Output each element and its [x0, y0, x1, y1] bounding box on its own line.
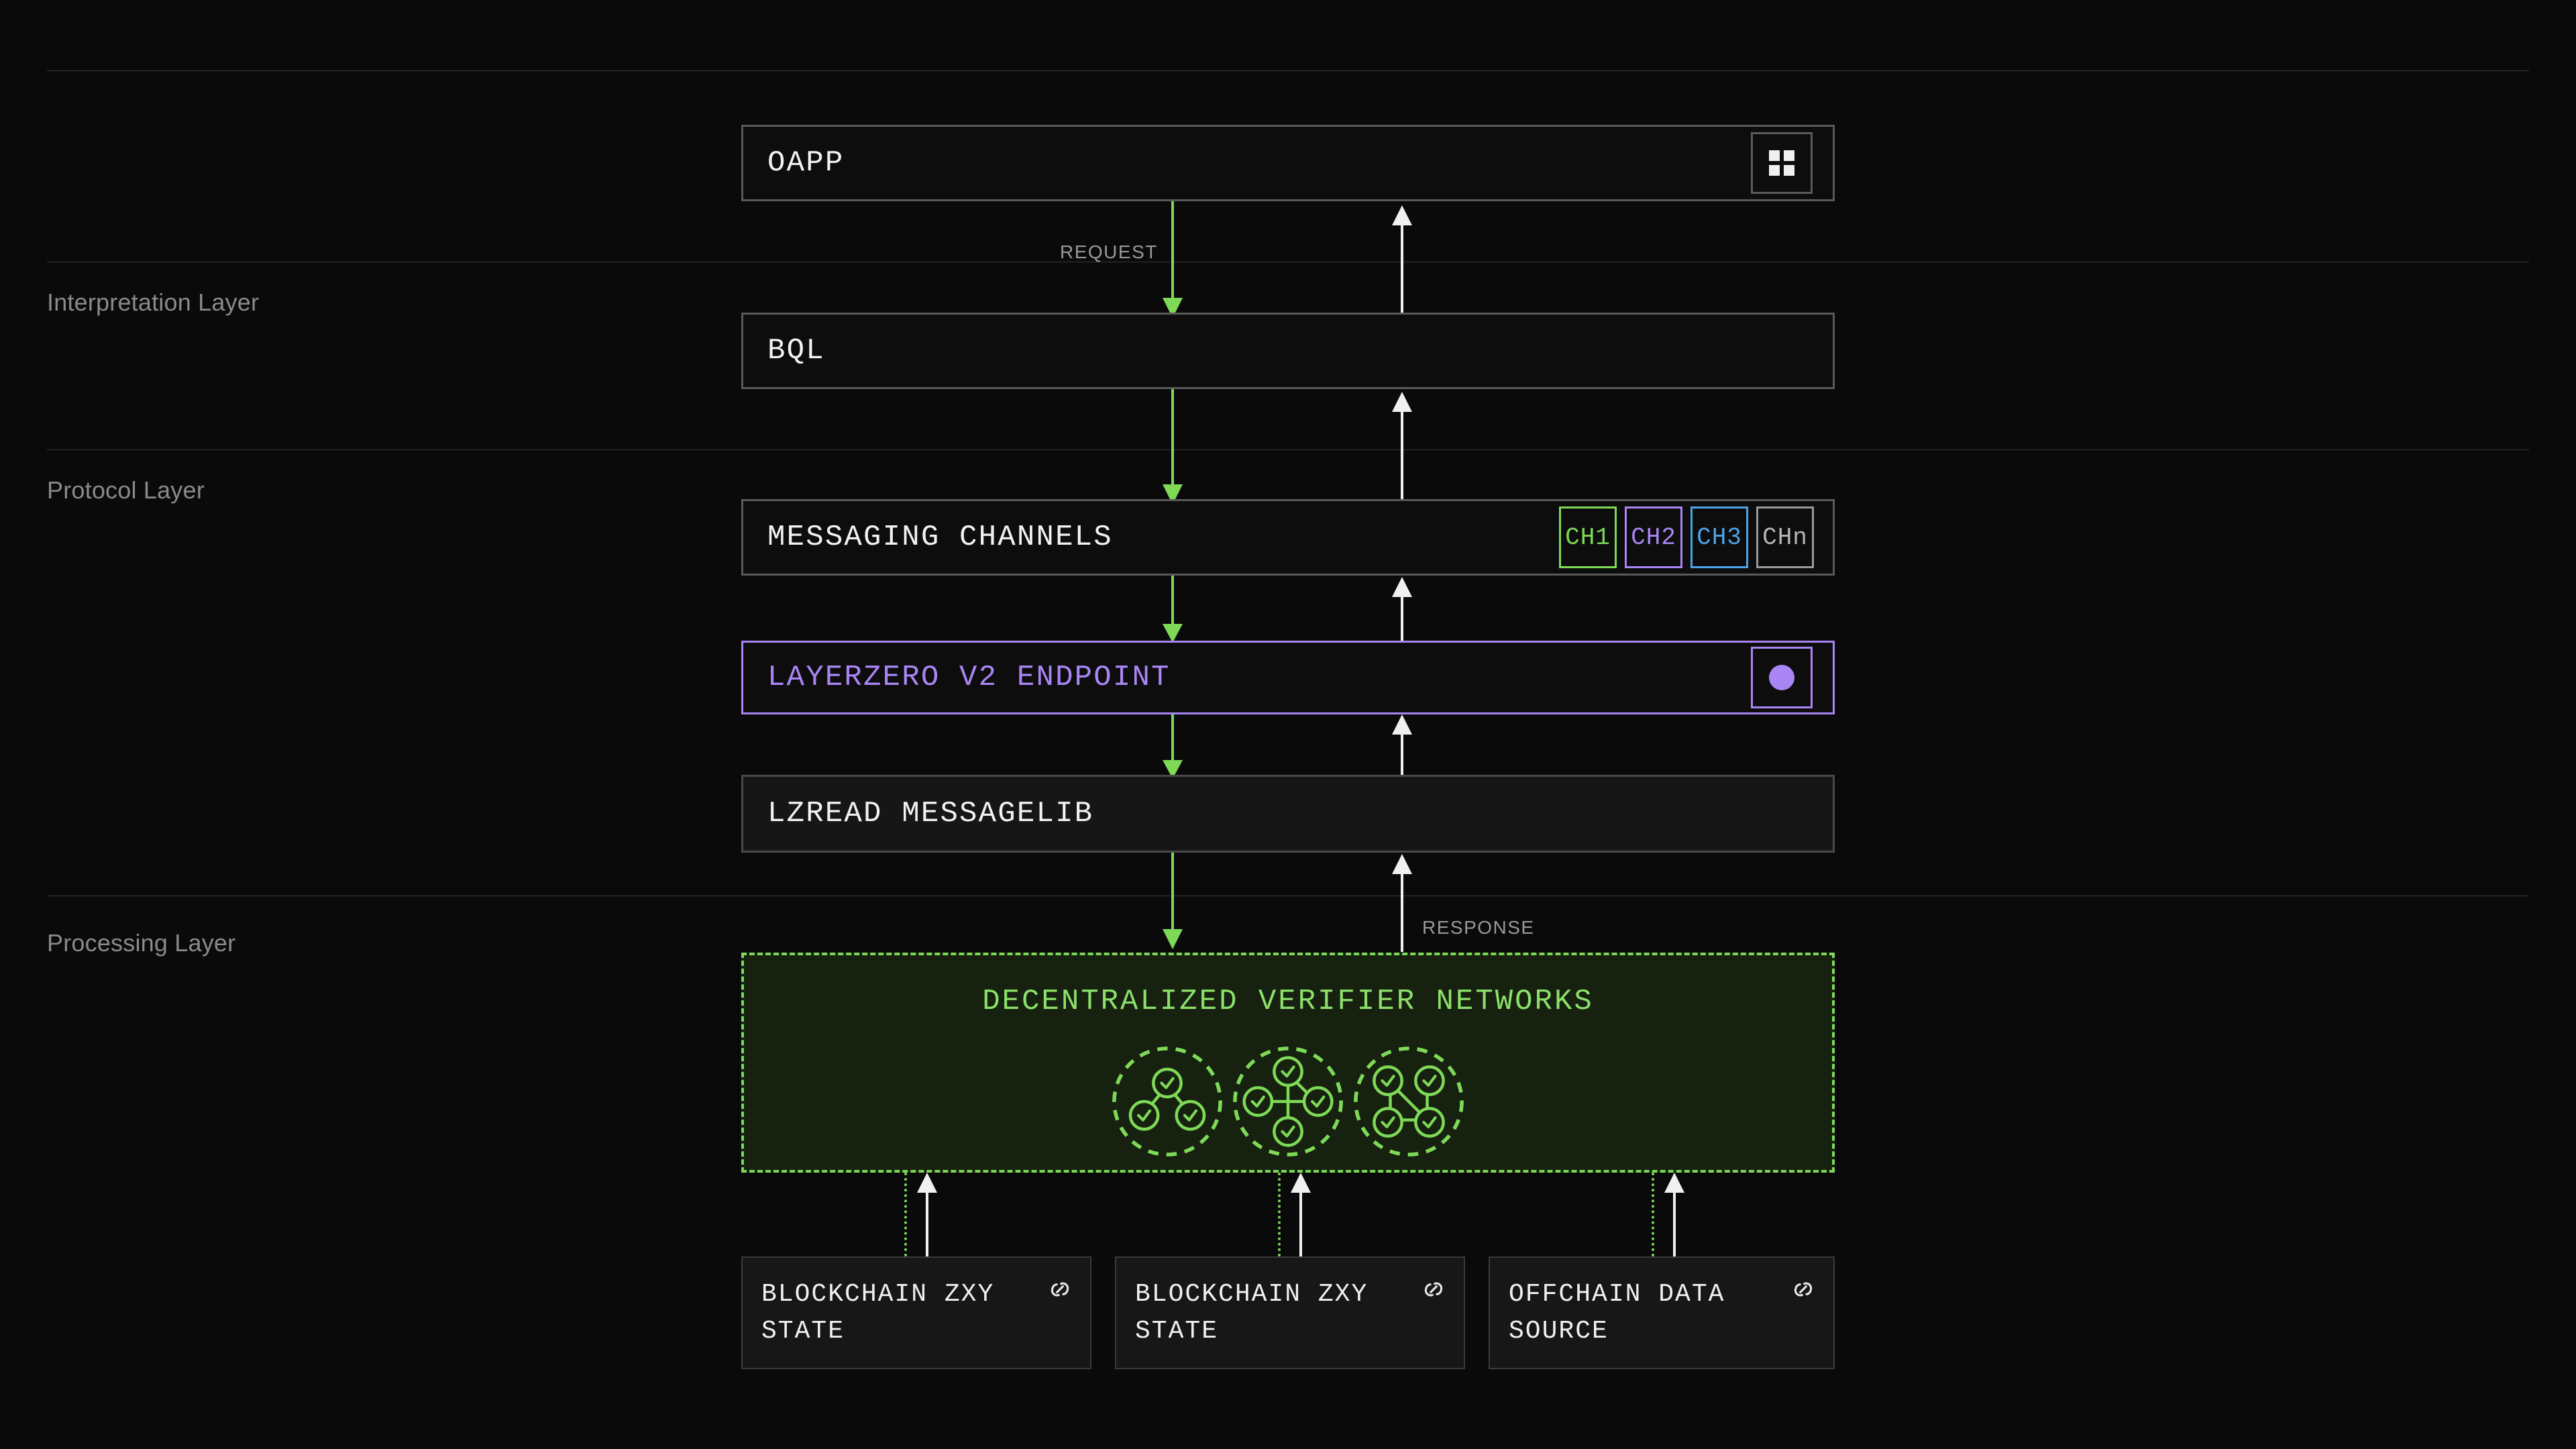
- channel-badge-ch2[interactable]: CH2: [1625, 506, 1682, 568]
- dot-icon: [1769, 665, 1794, 690]
- connector-endpoint-messagelib: [1163, 714, 1412, 782]
- dotted-connector-source-1: [904, 1173, 907, 1256]
- source-label-3: OFFCHAIN DATA SOURCE: [1509, 1279, 1725, 1346]
- source-label-1: BLOCKCHAIN ZXY STATE: [761, 1279, 995, 1346]
- node-layerzero-endpoint[interactable]: LAYERZERO V2 ENDPOINT: [741, 641, 1835, 714]
- source-box-blockchain-2[interactable]: BLOCKCHAIN ZXY STATE: [1115, 1256, 1465, 1369]
- dotted-connector-source-3: [1652, 1173, 1654, 1256]
- dvn-cluster-group: [744, 1044, 1832, 1159]
- node-bql[interactable]: BQL: [741, 313, 1835, 389]
- node-messaging-channels[interactable]: MESSAGING CHANNELS CH1 CH2 CH3 CHn: [741, 499, 1835, 576]
- link-icon[interactable]: [1789, 1275, 1817, 1307]
- oapp-chip[interactable]: [1751, 132, 1813, 194]
- node-oapp-title: OAPP: [767, 146, 845, 180]
- layer-label-processing: Processing Layer: [47, 929, 236, 957]
- link-icon[interactable]: [1046, 1275, 1074, 1307]
- node-messaging-channels-title: MESSAGING CHANNELS: [767, 521, 1113, 554]
- arrow-source-1-up: [917, 1173, 937, 1256]
- flow-label-response: RESPONSE: [1422, 917, 1535, 938]
- verifier-cluster-chain-icon: [1112, 1046, 1222, 1157]
- channel-badge-chn[interactable]: CHn: [1756, 506, 1814, 568]
- dvn-title: DECENTRALIZED VERIFIER NETWORKS: [982, 985, 1594, 1018]
- node-decentralized-verifier-networks[interactable]: DECENTRALIZED VERIFIER NETWORKS: [741, 953, 1835, 1173]
- verifier-cluster-star-icon: [1233, 1046, 1343, 1157]
- connector-bql-channels: [1163, 389, 1412, 508]
- node-lzread-messagelib[interactable]: LZREAD MESSAGELIB: [741, 775, 1835, 853]
- source-box-blockchain-1[interactable]: BLOCKCHAIN ZXY STATE: [741, 1256, 1091, 1369]
- layer-label-interpretation: Interpretation Layer: [47, 288, 260, 316]
- node-layerzero-endpoint-title: LAYERZERO V2 ENDPOINT: [767, 661, 1171, 694]
- link-icon[interactable]: [1419, 1275, 1448, 1307]
- connector-channels-endpoint: [1163, 576, 1412, 647]
- channel-badge-ch3[interactable]: CH3: [1690, 506, 1748, 568]
- connector-messagelib-dvn: [1163, 853, 1412, 952]
- verifier-cluster-mesh-icon: [1354, 1046, 1464, 1157]
- node-oapp[interactable]: OAPP: [741, 125, 1835, 201]
- connector-oapp-bql: [1163, 201, 1412, 322]
- layer-divider-protocol: [47, 449, 2529, 450]
- grid-icon: [1769, 150, 1794, 176]
- node-lzread-messagelib-title: LZREAD MESSAGELIB: [767, 797, 1094, 830]
- endpoint-chip[interactable]: [1751, 647, 1813, 708]
- channel-badge-ch1[interactable]: CH1: [1559, 506, 1617, 568]
- node-bql-title: BQL: [767, 334, 825, 368]
- arrow-source-2-up: [1291, 1173, 1311, 1256]
- source-label-2: BLOCKCHAIN ZXY STATE: [1135, 1279, 1368, 1346]
- source-box-offchain[interactable]: OFFCHAIN DATA SOURCE: [1489, 1256, 1835, 1369]
- flow-label-request: REQUEST: [1060, 241, 1158, 262]
- dotted-connector-source-2: [1278, 1173, 1281, 1256]
- channel-badge-group: CH1 CH2 CH3 CHn: [1559, 506, 1814, 568]
- layer-label-protocol: Protocol Layer: [47, 476, 205, 504]
- layer-divider-top: [47, 70, 2529, 71]
- arrow-source-3-up: [1664, 1173, 1684, 1256]
